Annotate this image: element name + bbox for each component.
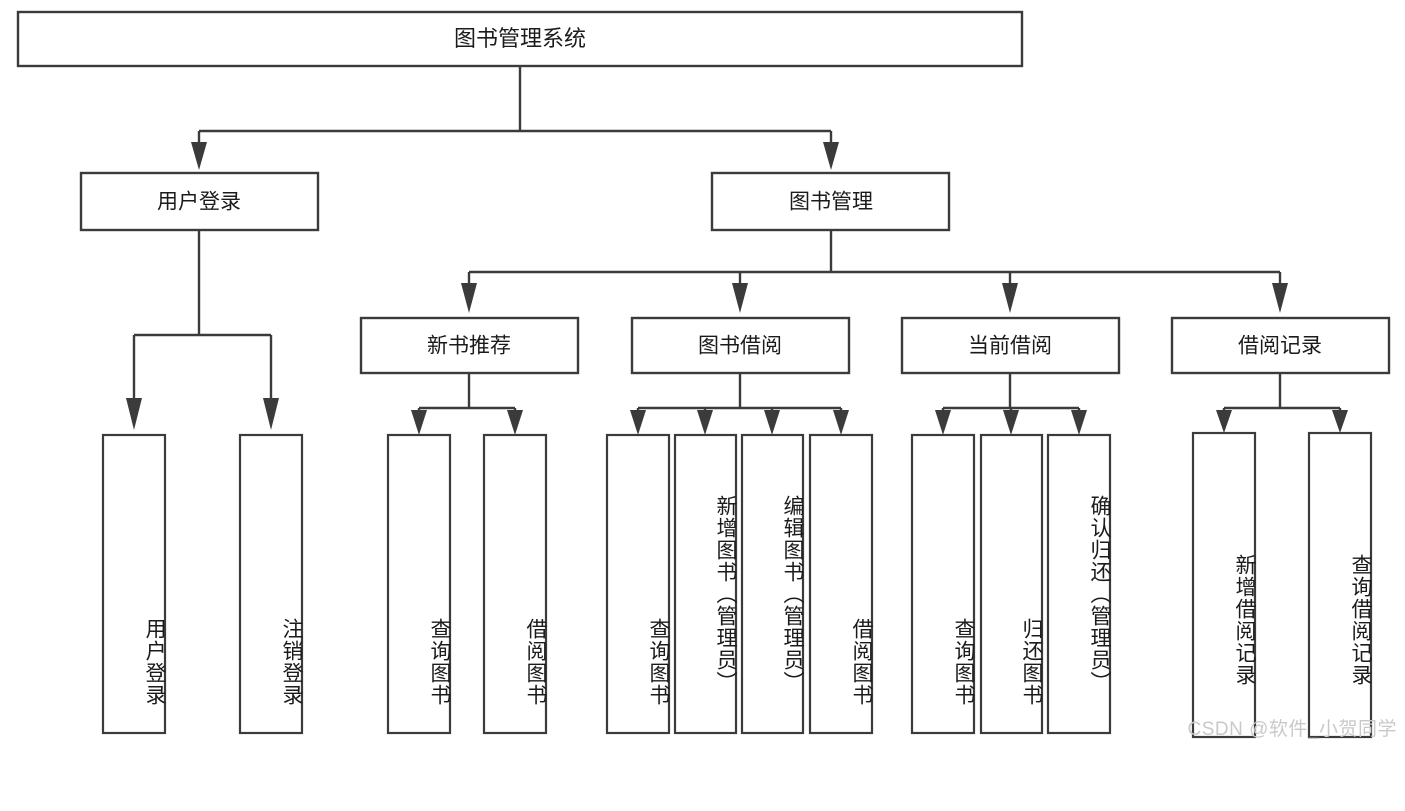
- arrow-icon: [1002, 283, 1018, 313]
- leaf-box-user-login[interactable]: [101, 433, 167, 735]
- arrow-icon: [630, 410, 646, 435]
- arrow-icon: [833, 410, 849, 435]
- leaf-box-add-record[interactable]: [1191, 431, 1257, 739]
- current-borrow-box[interactable]: [900, 316, 1121, 375]
- leaf-box-borrow-book-1[interactable]: [482, 433, 548, 735]
- root-box[interactable]: [16, 10, 1024, 68]
- connector-bookborrow-to-leaves: [630, 373, 849, 435]
- connector-root-to-level2: [191, 66, 839, 170]
- arrow-icon: [1071, 410, 1087, 435]
- book-borrow-label: 图书借阅: [698, 335, 782, 358]
- leaf-box-logout[interactable]: [238, 433, 304, 735]
- arrow-icon: [126, 398, 142, 430]
- connector-userlogin-to-leaves: [126, 230, 279, 430]
- leaf-box-add-book[interactable]: [673, 433, 738, 735]
- leaf-box-query-book-2[interactable]: [605, 433, 671, 735]
- leaf-box-query-book-1[interactable]: [386, 433, 452, 735]
- leaf-box-confirm-return[interactable]: [1046, 433, 1112, 735]
- connector-bookmgmt-to-level3: [461, 230, 1288, 313]
- current-borrow-label: 当前借阅: [968, 335, 1052, 358]
- node-user-login[interactable]: 用户登录: [79, 171, 320, 232]
- diagram-canvas: 图书管理系统 用户登录 图书管理: [16, 10, 1391, 739]
- arrow-icon: [935, 410, 951, 435]
- book-management-label: 图书管理: [789, 191, 873, 214]
- arrow-icon: [764, 410, 780, 435]
- user-login-box[interactable]: [79, 171, 320, 232]
- arrow-icon: [507, 410, 523, 435]
- leaf-box-borrow-book-2[interactable]: [808, 433, 874, 735]
- node-book-borrow[interactable]: 图书借阅: [630, 316, 851, 375]
- node-book-management[interactable]: 图书管理: [710, 171, 951, 232]
- new-book-recommend-label: 新书推荐: [427, 335, 511, 358]
- structure-diagram: 图书管理系统 用户登录 图书管理: [16, 10, 1397, 740]
- arrow-icon: [461, 283, 477, 313]
- connector-borrowrecord-to-leaves: [1216, 373, 1348, 433]
- arrow-icon: [1003, 410, 1019, 435]
- connector-newbook-to-leaves: [411, 373, 523, 435]
- connector-currentborrow-to-leaves: [935, 373, 1087, 435]
- arrow-icon: [823, 142, 839, 170]
- arrow-icon: [1332, 410, 1348, 433]
- arrow-icon: [263, 398, 279, 430]
- borrow-record-label: 借阅记录: [1238, 335, 1322, 358]
- arrow-icon: [191, 142, 207, 170]
- leaf-box-edit-book[interactable]: [740, 433, 805, 735]
- leaf-box-query-record[interactable]: [1307, 431, 1373, 739]
- new-book-recommend-box[interactable]: [359, 316, 580, 375]
- arrow-icon: [697, 410, 713, 435]
- leaf-box-return-book[interactable]: [979, 433, 1044, 735]
- node-current-borrow[interactable]: 当前借阅: [900, 316, 1121, 375]
- leaf-box-query-book-3[interactable]: [910, 433, 976, 735]
- user-login-label: 用户登录: [157, 191, 241, 214]
- arrow-icon: [732, 283, 748, 313]
- node-borrow-record[interactable]: 借阅记录: [1170, 316, 1391, 375]
- watermark: CSDN @软件_小贺同学: [1187, 719, 1397, 740]
- node-new-book-recommend[interactable]: 新书推荐: [359, 316, 580, 375]
- arrow-icon: [411, 410, 427, 435]
- arrow-icon: [1272, 283, 1288, 313]
- node-root[interactable]: 图书管理系统: [16, 10, 1024, 68]
- root-label: 图书管理系统: [454, 26, 586, 51]
- arrow-icon: [1216, 410, 1232, 433]
